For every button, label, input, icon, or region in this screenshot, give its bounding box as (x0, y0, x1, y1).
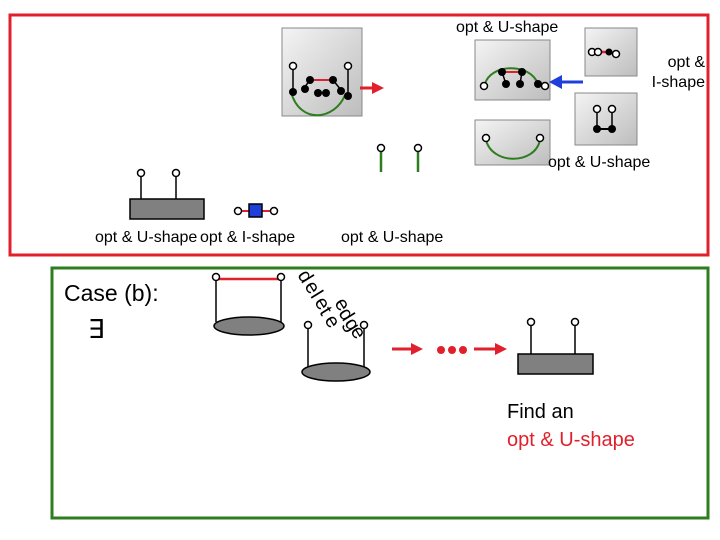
label-top-right: opt & U-shape (456, 19, 558, 36)
bottom-frame (50, 266, 710, 520)
label-i-shape-line1: opt & (668, 54, 706, 71)
find-line1: Find an (507, 401, 574, 423)
top-frame (8, 13, 710, 257)
ellipse-shape-1 (211, 272, 286, 336)
arrow-right-red-bottom (392, 343, 423, 355)
panel-u-arc (474, 119, 551, 166)
i-shape-blue-square (233, 203, 279, 218)
case-label: Case (b): (64, 280, 159, 306)
two-green-sticks (376, 143, 423, 172)
panel-i-shape-vertical (574, 92, 638, 146)
label-mid-right: opt & U-shape (548, 154, 650, 171)
panel-u-shape-start (281, 27, 363, 117)
arrow-right-red-bottom-2 (474, 343, 507, 355)
u-shape-box-final (517, 317, 594, 375)
exists-symbol: ∃ (88, 314, 104, 344)
label-center: opt & U-shape (341, 229, 443, 246)
arrow-left-blue (549, 75, 583, 89)
arrow-right-red (360, 82, 384, 94)
delete-edge-label: d e l e t e e d g e (293, 266, 371, 343)
ellipsis-dots (437, 346, 467, 354)
label-left-u: opt & U-shape (95, 229, 197, 246)
u-shape-box-left (129, 168, 205, 220)
panel-u-shape-reduced (474, 39, 551, 101)
label-left-i: opt & I-shape (200, 229, 295, 246)
find-line2: opt & U-shape (507, 429, 635, 451)
panel-i-shape-small (584, 27, 638, 77)
ellipse-shape-2 (301, 320, 371, 382)
label-i-shape-line2: I-shape (652, 74, 705, 91)
